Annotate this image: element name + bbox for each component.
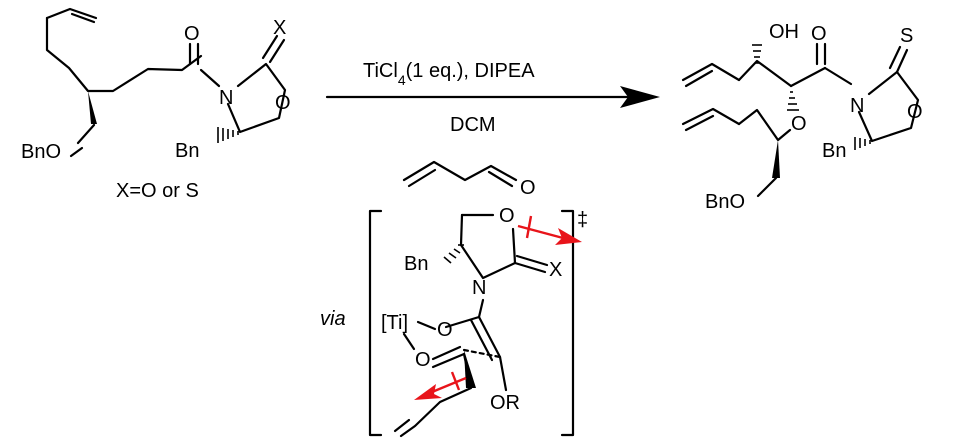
hash-bond-sm-bn bbox=[217, 127, 239, 143]
ts-via: via bbox=[320, 308, 346, 330]
product-s-atom: S bbox=[900, 25, 913, 47]
product: OH O O S N O Bn bbox=[681, 21, 923, 213]
sm-ring-o: O bbox=[275, 92, 291, 114]
sm-bn: Bn bbox=[175, 140, 199, 162]
ts-enolate-o: O bbox=[437, 319, 453, 341]
ts-dagger: ‡ bbox=[577, 209, 588, 231]
starting-material: O X N O Bn BnO X=O or S bbox=[21, 7, 291, 202]
ts-ring-o: O bbox=[499, 205, 515, 227]
reaction-arrow: TiCl4(1 eq.), DIPEA DCM bbox=[325, 60, 660, 136]
dipole-arrow-upper bbox=[517, 215, 582, 245]
sm-carbonyl-o: O bbox=[184, 23, 200, 45]
arrow-solvent: DCM bbox=[450, 114, 496, 136]
product-oh: OH bbox=[769, 21, 799, 43]
arrow-conditions: TiCl4(1 eq.), DIPEA bbox=[363, 60, 535, 88]
product-n-atom: N bbox=[850, 95, 864, 117]
transition-state: ‡ via O X N Bn O [Ti] O bbox=[320, 205, 588, 438]
dipole-arrow-lower bbox=[414, 371, 467, 400]
hash-bond-product-bn bbox=[854, 137, 871, 150]
sm-x-atom: X bbox=[273, 17, 286, 39]
ts-ti: [Ti] bbox=[381, 312, 408, 334]
ts-n-atom: N bbox=[472, 277, 486, 299]
hash-bond-oether bbox=[787, 91, 799, 111]
sm-n-atom: N bbox=[219, 87, 233, 109]
product-carbonyl-o: O bbox=[811, 23, 827, 45]
ts-x-atom: X bbox=[549, 259, 562, 281]
aldehyde-reagent: O bbox=[402, 160, 536, 199]
ts-or: OR bbox=[490, 392, 520, 414]
aldehyde-o: O bbox=[520, 177, 536, 199]
ts-bn: Bn bbox=[404, 253, 428, 275]
sm-caption: X=O or S bbox=[116, 180, 199, 202]
product-ring-o: O bbox=[907, 101, 923, 123]
sm-bno: BnO bbox=[21, 141, 61, 163]
ts-aldehyde-o: O bbox=[415, 349, 431, 371]
product-bno: BnO bbox=[705, 191, 745, 213]
hash-bond-oh bbox=[752, 44, 762, 64]
product-ether-o: O bbox=[791, 113, 807, 135]
product-bn: Bn bbox=[822, 140, 846, 162]
hash-bond-ts-bn bbox=[443, 244, 464, 264]
